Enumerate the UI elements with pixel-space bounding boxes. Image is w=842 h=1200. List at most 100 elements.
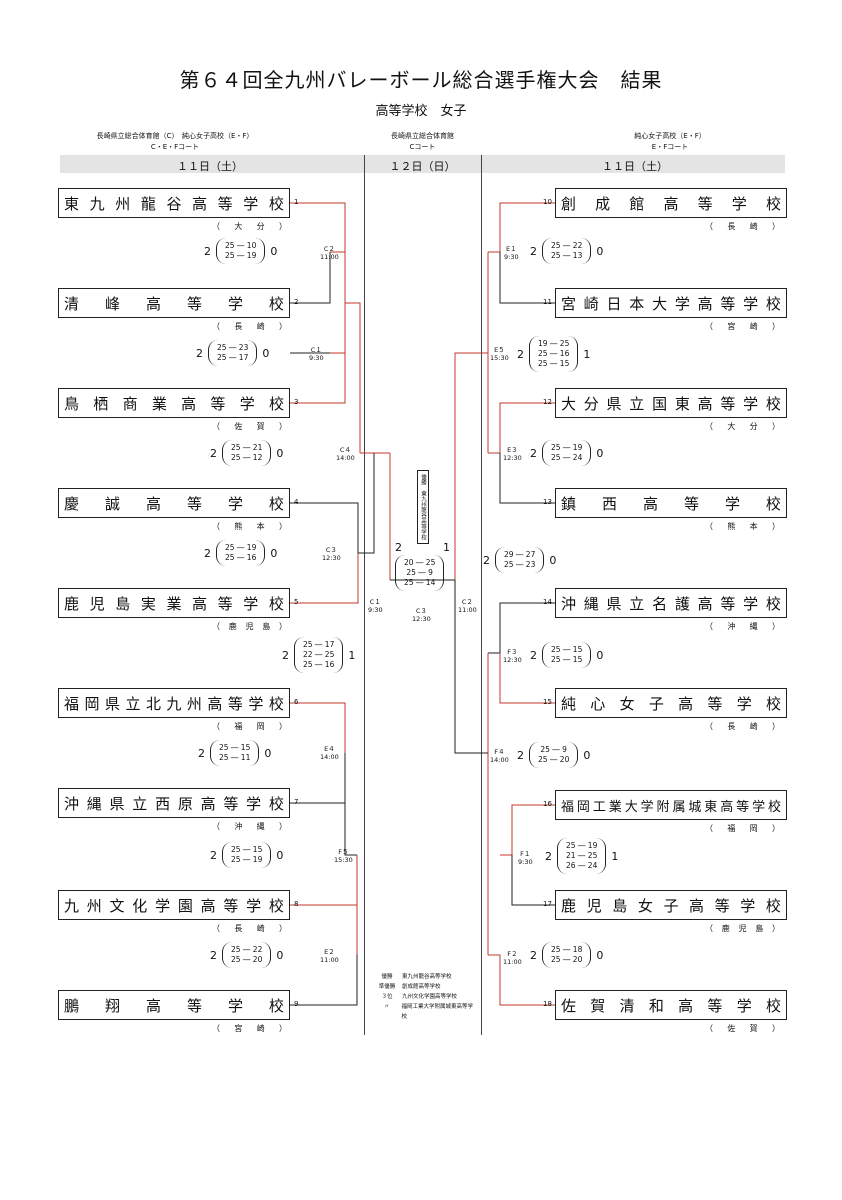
day-center: １２日（日） [389,160,456,173]
venue-center: 長崎県立総合体育館 Cコート [365,131,480,153]
team-name: 沖縄県立西原高等学校 [64,794,284,813]
match-time: 14:00 [336,454,355,462]
column-divider-right [481,155,482,1035]
team-name: 鹿児島女子高等学校 [561,896,781,915]
venue-center-line2: Cコート [409,143,436,151]
team-pref-9: （宮崎） [212,1024,287,1033]
wins: 2 [517,748,524,762]
seed-number: 6 [294,698,299,706]
day-left: １１日（土） [177,160,243,173]
match-time: 9:30 [504,253,519,261]
set: 25 ― 19 [566,841,598,850]
wins: 2 [530,648,537,662]
team-name: 創成館高等学校 [561,194,781,213]
standing-team: 創成館高等学校 [402,984,441,990]
team-name: 大分県立国東高等学校 [561,394,781,413]
match-code: C２ [323,245,335,253]
set: 25 ― 17 [303,640,335,649]
team-box-16: 福岡工業大学附属城東高等学校 [555,790,787,820]
match-time: 11:00 [458,606,477,614]
standing-team: 九州文化学園高等学校 [402,994,458,1000]
team-name: 清峰高等学校 [64,294,284,313]
team-pref-11: （宮崎） [705,322,780,331]
team-pref-15: （長崎） [705,722,780,731]
set: 25 ― 15 [538,359,570,368]
venue-left-line1: 長崎県立総合体育館（C） 純心女子高校（E・F） [96,132,254,140]
team-name: 鹿児島実業高等学校 [64,594,284,613]
team-box-4: 慶誠高等学校 [58,488,290,518]
team-box-17: 鹿児島女子高等学校 [555,890,787,920]
set: 25 ― 13 [551,251,583,260]
set: 29 ― 27 [504,550,536,559]
final-left-wins: 2 [395,541,402,554]
seed-number: 8 [294,900,299,908]
match-code: F４ [494,748,505,756]
seed-number: 15 [543,698,552,706]
seed-number: 18 [543,1000,552,1008]
set: 25 ― 15 [551,655,583,664]
match-time: 9:30 [309,354,324,362]
set: 25 ― 16 [538,349,570,358]
seed-number: 14 [543,598,552,606]
losses: 0 [596,648,604,662]
team-name: 沖縄県立名護高等学校 [561,594,781,613]
set: 25 ― 23 [217,343,249,352]
venue-center-line1: 長崎県立総合体育館 [391,132,454,140]
team-name: 九州文化学園高等学校 [64,896,284,915]
team-pref-18: （佐賀） [705,1024,780,1033]
standing-row: 準優勝創成館高等学校 [372,982,477,992]
wins: 2 [545,849,552,863]
team-box-15: 純心女子高等学校 [555,688,787,718]
team-name: 福岡県立北九州高等学校 [64,694,284,713]
seed-number: 2 [294,298,299,306]
team-box-7: 沖縄県立西原高等学校 [58,788,290,818]
team-pref-17: （鹿児島） [705,924,780,933]
final-right-wins: 1 [443,541,450,554]
seed-number: 13 [543,498,552,506]
match-time: 11:00 [320,956,339,964]
team-name: 福岡工業大学附属城東高等学校 [561,799,781,815]
team-pref-2: （長崎） [212,322,287,331]
team-box-9: 鵬翔高等学校 [58,990,290,1020]
final-set-scores: 20 ― 25 25 ― 9 25 ― 14 [395,555,445,591]
match-time: 14:00 [490,756,509,764]
team-box-2: 清峰高等学校 [58,288,290,318]
set: 25 ― 16 [225,553,257,562]
match-code: C１ [369,598,381,606]
set: 25 ― 15 [551,645,583,654]
losses: 0 [270,546,278,560]
set: 25 ― 9 [406,568,433,577]
match-time: 15:30 [490,354,509,362]
match-code: C３ [415,607,427,615]
match-code: C１ [310,346,322,354]
team-box-18: 佐賀清和高等学校 [555,990,787,1020]
match-code: E５ [494,346,505,354]
standing-rank: 優勝 [381,974,393,980]
wins: 2 [210,446,217,460]
standing-rank: 〃 [383,1004,390,1010]
match-code: C４ [339,446,351,454]
set: 25 ― 21 [231,443,263,452]
losses: 0 [583,748,591,762]
set: 25 ― 20 [551,955,583,964]
team-box-6: 福岡県立北九州高等学校 [58,688,290,718]
match-time: 12:30 [503,454,522,462]
set: 25 ― 17 [217,353,249,362]
losses: 0 [596,244,604,258]
match-code: C２ [461,598,473,606]
seed-number: 3 [294,398,299,406]
team-name: 宮崎日本大学高等学校 [561,294,781,313]
